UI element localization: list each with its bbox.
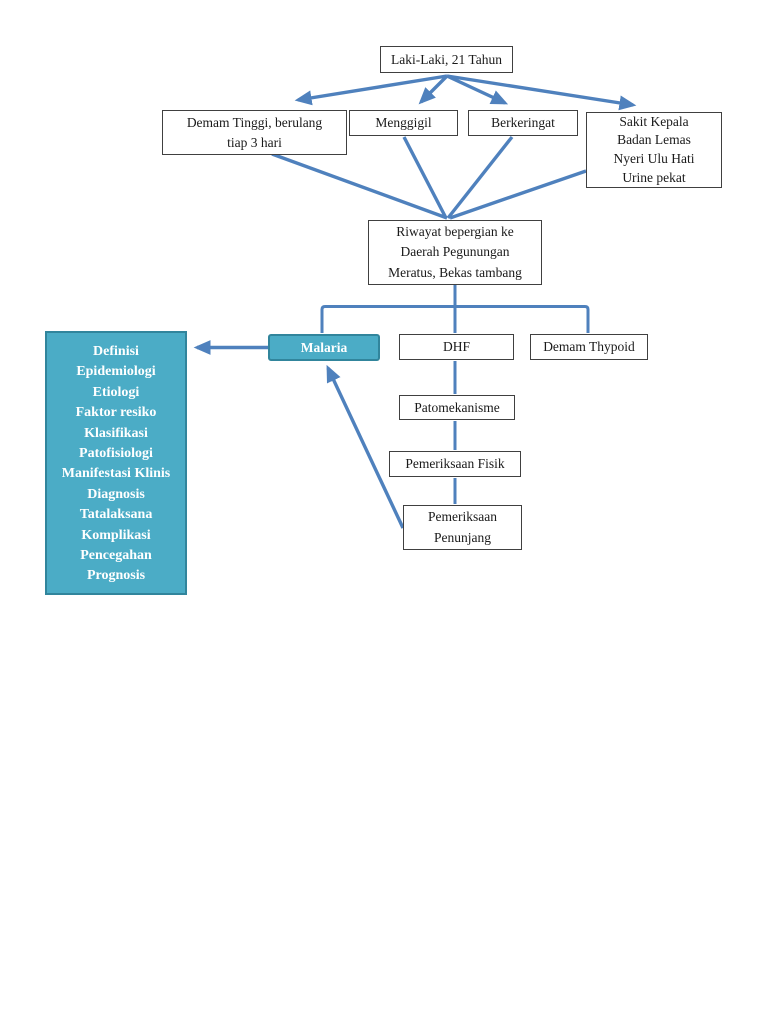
node-symptom-fever: Demam Tinggi, berulang tiap 3 hari: [162, 110, 347, 155]
malaria-topic-item: Faktor resiko: [75, 405, 157, 421]
node-patomekanisme: Patomekanisme: [399, 395, 515, 420]
node-diagnosis-malaria: Malaria: [268, 334, 380, 361]
arrow-patient-to-other: [446, 74, 637, 111]
malaria-topic-item: Patofisiologi: [79, 446, 153, 462]
node-symptom-other: Sakit Kepala Badan Lemas Nyeri Ulu Hati …: [586, 112, 722, 188]
line-fever-to-history: [271, 152, 448, 220]
node-symptom-chills: Menggigil: [349, 110, 458, 136]
malaria-topic-item: Diagnosis: [87, 486, 145, 502]
line-chills-to-history: [402, 136, 448, 219]
malaria-topics-panel: Definisi Epidemiologi Etiologi Faktor re…: [45, 331, 187, 595]
line-sweating-to-history: [446, 135, 514, 220]
symptoms-to-history-lines: [271, 135, 587, 220]
node-patient: Laki-Laki, 21 Tahun: [380, 46, 513, 73]
node-diagnosis-dhf: DHF: [399, 334, 514, 360]
arrow-patient-to-chills: [418, 74, 449, 105]
malaria-topic-item: Definisi: [93, 344, 139, 359]
malaria-topic-item: Klasifikasi: [84, 425, 148, 441]
node-travel-history: Riwayat bepergian ke Daerah Pegunungan M…: [368, 220, 542, 285]
arrow-patient-to-sweating: [446, 74, 509, 105]
malaria-topic-item: Komplikasi: [81, 527, 151, 543]
node-diagnosis-typhoid: Demam Thypoid: [530, 334, 648, 360]
line-other-to-history: [449, 169, 587, 220]
node-symptom-sweating: Berkeringat: [468, 110, 578, 136]
malaria-topic-item: Manifestasi Klinis: [61, 466, 171, 482]
malaria-topic-item: Epidemiologi: [76, 364, 156, 380]
flowchart-connectors: [193, 74, 637, 529]
malaria-topic-item: Etiologi: [92, 384, 140, 400]
arrow-patient-to-fever: [294, 74, 448, 106]
node-pemeriksaan-fisik: Pemeriksaan Fisik: [389, 451, 521, 477]
malaria-topic-item: Pencegahan: [80, 548, 152, 564]
arrow-penunjang-to-malaria: [326, 364, 405, 529]
malaria-topic-item: Prognosis: [86, 568, 146, 584]
malaria-topic-item: Tatalaksana: [79, 507, 153, 523]
node-pemeriksaan-penunjang: Pemeriksaan Penunjang: [403, 505, 522, 550]
differential-tree-connector: [320, 285, 590, 333]
patient-to-symptom-arrows: [294, 74, 637, 111]
